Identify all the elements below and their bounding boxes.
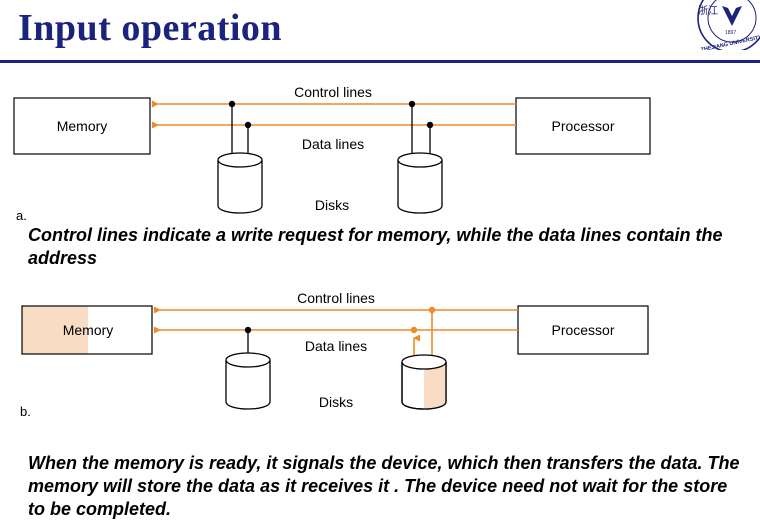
- diagram-b: Memory Processor Control lines Data line…: [21, 290, 649, 410]
- processor-box-a: [515, 97, 651, 155]
- data-lines-label-b: Data lines: [305, 338, 367, 354]
- disk-b-1: [225, 352, 271, 410]
- control-lines-label-b: Control lines: [297, 290, 375, 306]
- disks-label-b: Disks: [319, 394, 353, 410]
- diagram-b-caption: When the memory is ready, it signals the…: [28, 453, 740, 519]
- memory-highlight-b: [22, 306, 88, 354]
- diagram-b-marker: b.: [20, 404, 31, 419]
- logo-chars: 浙江: [698, 5, 718, 17]
- disk-a-2: [397, 152, 443, 214]
- memory-box-b: [21, 305, 153, 355]
- zhejiang-university-logo-icon: 浙江 1897 ZHEJIANG UNIVERSITY: [697, 0, 760, 50]
- processor-label-a: Processor: [551, 118, 614, 134]
- diagram-a-marker: a.: [16, 208, 27, 223]
- title-divider: [0, 60, 760, 63]
- disk-a-1: [217, 152, 263, 214]
- memory-label-b: Memory: [63, 322, 114, 338]
- diagram-a-caption: Control lines indicate a write request f…: [28, 225, 723, 268]
- logo-year: 1897: [725, 30, 736, 36]
- memory-box-a: [13, 97, 151, 155]
- disks-label-a: Disks: [315, 197, 349, 213]
- disk-b-2: [401, 354, 447, 410]
- slide-title: Input operation: [18, 7, 283, 49]
- memory-label-a: Memory: [57, 118, 108, 134]
- processor-label-b: Processor: [551, 322, 614, 338]
- data-lines-label-a: Data lines: [302, 136, 364, 152]
- control-lines-label-a: Control lines: [294, 84, 372, 100]
- processor-box-b: [517, 305, 649, 355]
- diagram-a: Memory Processor Control lines Data line…: [13, 84, 651, 214]
